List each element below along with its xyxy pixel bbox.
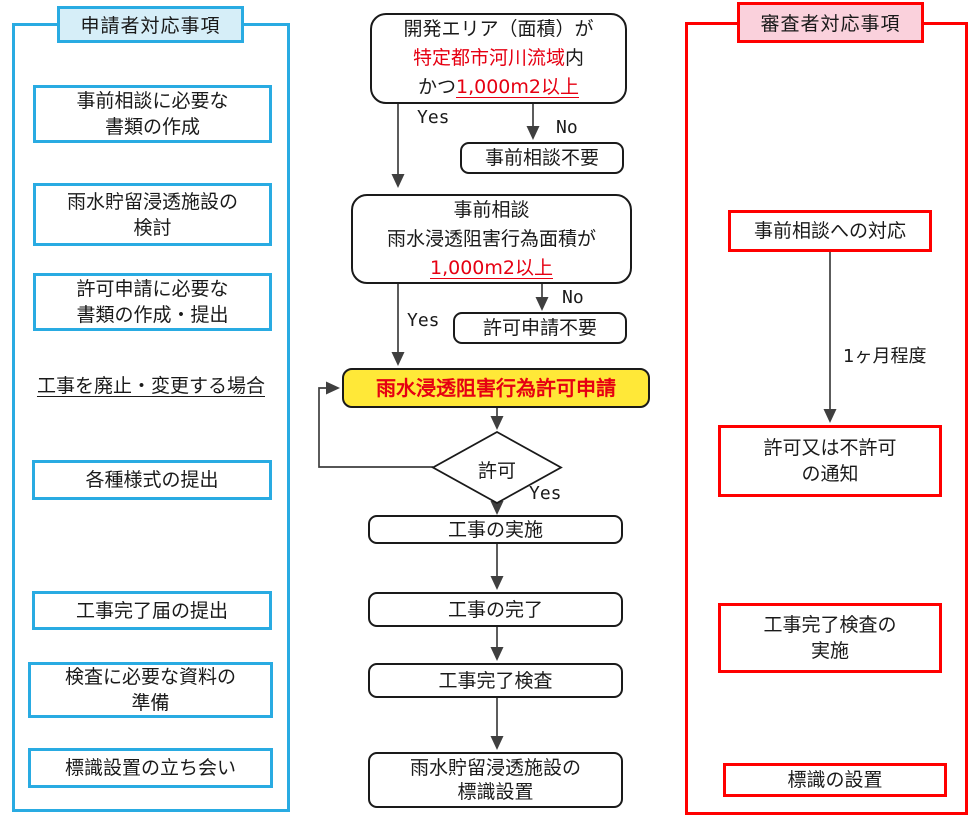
applicant-box-prepare-consult-docs: 事前相談に必要な 書類の作成 [33,85,272,143]
flow-prior-consultation: 事前相談 雨水浸透阻害行為面積が 1,000m2以上 [351,194,632,284]
label-one-month: 1ヶ月程度 [843,346,927,367]
applicant-note-cancel-change: 工事を廃止・変更する場合 [36,375,265,397]
applicant-box-sign-witness: 標識設置の立ち会い [28,748,273,788]
start-line3: かつ1,000m2以上 [418,73,579,102]
label-yes-3: Yes [529,483,562,504]
flow-start-condition: 開発エリア（面積）が 特定都市河川流域内 かつ1,000m2以上 [370,13,627,104]
applicant-box-permit-docs: 許可申請に必要な 書類の作成・提出 [33,273,272,331]
label-no-2: No [562,287,584,308]
start-line2: 特定都市河川流域内 [413,44,584,73]
consult-line3-red: 1,000m2以上 [430,256,553,279]
reviewer-box-consult-response: 事前相談への対応 [728,210,932,252]
applicant-box-completion-report: 工事完了届の提出 [32,591,272,630]
flow-step-sign-installation: 雨水貯留浸透施設の 標識設置 [368,752,623,808]
decision-diamond [431,430,563,505]
label-yes-2: Yes [407,310,440,331]
flow-step-inspection: 工事完了検査 [368,663,623,698]
reviewer-box-sign-installation: 標識の設置 [723,763,947,797]
flow-no-permit-needed: 許可申請不要 [453,312,627,344]
flow-no-consult-needed: 事前相談不要 [460,142,624,174]
label-yes-1: Yes [417,107,450,128]
start-line2-black: 内 [565,47,585,69]
applicant-box-submit-forms: 各種様式の提出 [32,460,272,500]
consult-line1: 事前相談 [453,198,530,221]
start-line2-red: 特定都市河川流域 [412,47,565,69]
applicant-box-study-facility: 雨水貯留浸透施設の 検討 [33,183,272,246]
arrow-decision-no-loop [318,381,433,468]
applicant-box-inspection-materials: 検査に必要な資料の 準備 [28,662,273,718]
reviewer-panel-title: 審査者対応事項 [737,2,924,43]
flow-step-construction: 工事の実施 [368,515,623,544]
permit-application-label: 雨水浸透阻害行為許可申請 [376,375,616,400]
consult-line2: 雨水浸透阻害行為面積が [386,227,596,250]
reviewer-box-completion-inspection: 工事完了検査の 実施 [718,603,942,673]
start-line1: 開発エリア（面積）が [403,18,594,40]
flow-step-completion: 工事の完了 [368,592,623,627]
decision-label: 許可 [477,460,516,482]
reviewer-box-permit-notice: 許可又は不許可 の通知 [718,425,942,497]
start-line3-black: かつ [417,76,456,98]
start-line3-red: 1,000m2以上 [456,76,579,98]
applicant-panel-title: 申請者対応事項 [57,6,244,43]
label-no-1: No [556,117,578,138]
flow-permit-application: 雨水浸透阻害行為許可申請 [342,368,650,408]
